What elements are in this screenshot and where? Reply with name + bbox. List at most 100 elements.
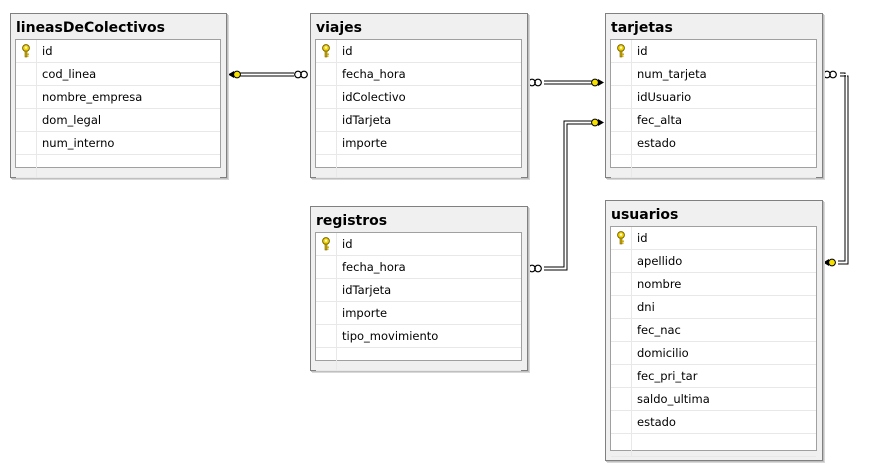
- column-row[interactable]: fecha_hora: [316, 63, 521, 86]
- row-selector: [316, 256, 337, 278]
- empty-row[interactable]: [316, 155, 521, 178]
- row-selector: [16, 132, 37, 154]
- row-selector: [611, 40, 632, 62]
- column-name: tipo_movimiento: [342, 329, 439, 343]
- column-name: domicilio: [637, 346, 689, 360]
- row-selector: [611, 296, 632, 318]
- column-row[interactable]: importe: [316, 132, 521, 155]
- row-selector: [611, 132, 632, 154]
- relationship-viajes-lineas[interactable]: [228, 70, 308, 79]
- column-row[interactable]: idTarjeta: [316, 109, 521, 132]
- column-name: importe: [342, 136, 388, 150]
- key-icon: [616, 44, 626, 58]
- column-row[interactable]: id: [316, 40, 521, 63]
- row-selector: [611, 365, 632, 387]
- key-icon: [321, 44, 331, 58]
- key-end-icon: [591, 78, 604, 87]
- row-selector: [611, 342, 632, 364]
- column-row[interactable]: fecha_hora: [316, 256, 521, 279]
- column-name: id: [637, 44, 648, 58]
- column-row[interactable]: saldo_ultima: [611, 388, 816, 411]
- column-row[interactable]: fec_pri_tar: [611, 365, 816, 388]
- column-name: fecha_hora: [342, 67, 406, 81]
- column-name: id: [637, 231, 648, 245]
- column-row[interactable]: domicilio: [611, 342, 816, 365]
- column-row[interactable]: num_tarjeta: [611, 63, 816, 86]
- relationship-tarjetas-usuarios[interactable]: [823, 70, 849, 267]
- column-row[interactable]: estado: [611, 411, 816, 434]
- key-icon: [321, 237, 331, 251]
- column-row[interactable]: nombre: [611, 273, 816, 296]
- row-selector: [316, 109, 337, 131]
- column-name: dom_legal: [42, 113, 102, 127]
- row-selector: [16, 40, 37, 62]
- row-selector: [16, 86, 37, 108]
- column-row[interactable]: id: [611, 227, 816, 250]
- column-row[interactable]: dni: [611, 296, 816, 319]
- column-name: idTarjeta: [342, 113, 392, 127]
- row-selector: [611, 86, 632, 108]
- key-icon: [616, 231, 626, 245]
- row-selector: [611, 388, 632, 410]
- column-row[interactable]: estado: [611, 132, 816, 155]
- table-columns: id apellido nombre dni fec_nac domicilio fec_p…: [610, 226, 817, 457]
- row-selector: [611, 109, 632, 131]
- row-selector: [316, 40, 337, 62]
- column-row[interactable]: num_interno: [16, 132, 220, 155]
- column-row[interactable]: id: [316, 233, 521, 256]
- table-viajes[interactable]: viajes id fecha_hora idColectivo idTarjeta i…: [310, 13, 528, 178]
- empty-row[interactable]: [611, 155, 816, 178]
- column-name: apellido: [637, 254, 683, 268]
- row-selector: [611, 155, 632, 177]
- table-title: tarjetas: [611, 20, 673, 36]
- row-selector: [611, 319, 632, 341]
- column-row[interactable]: nombre_empresa: [16, 86, 220, 109]
- column-name: importe: [342, 306, 388, 320]
- column-row[interactable]: cod_linea: [16, 63, 220, 86]
- empty-row[interactable]: [316, 348, 521, 371]
- column-name: idColectivo: [342, 90, 406, 104]
- infinity-end-icon: [528, 264, 542, 273]
- key-icon: [21, 44, 31, 58]
- column-name: dni: [637, 300, 655, 314]
- column-name: idTarjeta: [342, 283, 392, 297]
- column-row[interactable]: importe: [316, 302, 521, 325]
- infinity-end-icon: [528, 78, 542, 87]
- column-row[interactable]: idUsuario: [611, 86, 816, 109]
- relationship-viajes-tarjetas[interactable]: [528, 78, 604, 87]
- column-row[interactable]: tipo_movimiento: [316, 325, 521, 348]
- key-end-icon: [228, 70, 241, 79]
- infinity-end-icon: [294, 70, 308, 79]
- column-row[interactable]: fec_nac: [611, 319, 816, 342]
- row-selector: [16, 109, 37, 131]
- row-selector: [611, 434, 632, 456]
- empty-row[interactable]: [16, 155, 220, 178]
- column-row[interactable]: id: [16, 40, 220, 63]
- column-name: fec_pri_tar: [637, 369, 698, 383]
- column-row[interactable]: idTarjeta: [316, 279, 521, 302]
- column-row[interactable]: idColectivo: [316, 86, 521, 109]
- column-row[interactable]: id: [611, 40, 816, 63]
- column-name: estado: [637, 136, 676, 150]
- relationship-registros-tarjetas[interactable]: [528, 118, 604, 273]
- row-selector: [316, 279, 337, 301]
- empty-row[interactable]: [611, 434, 816, 457]
- column-row[interactable]: dom_legal: [16, 109, 220, 132]
- table-title: registros: [316, 213, 388, 229]
- column-row[interactable]: fec_alta: [611, 109, 816, 132]
- row-selector: [316, 132, 337, 154]
- row-selector: [611, 63, 632, 85]
- table-title: usuarios: [611, 207, 679, 223]
- table-title: viajes: [316, 20, 362, 36]
- column-row[interactable]: apellido: [611, 250, 816, 273]
- row-selector: [16, 155, 37, 177]
